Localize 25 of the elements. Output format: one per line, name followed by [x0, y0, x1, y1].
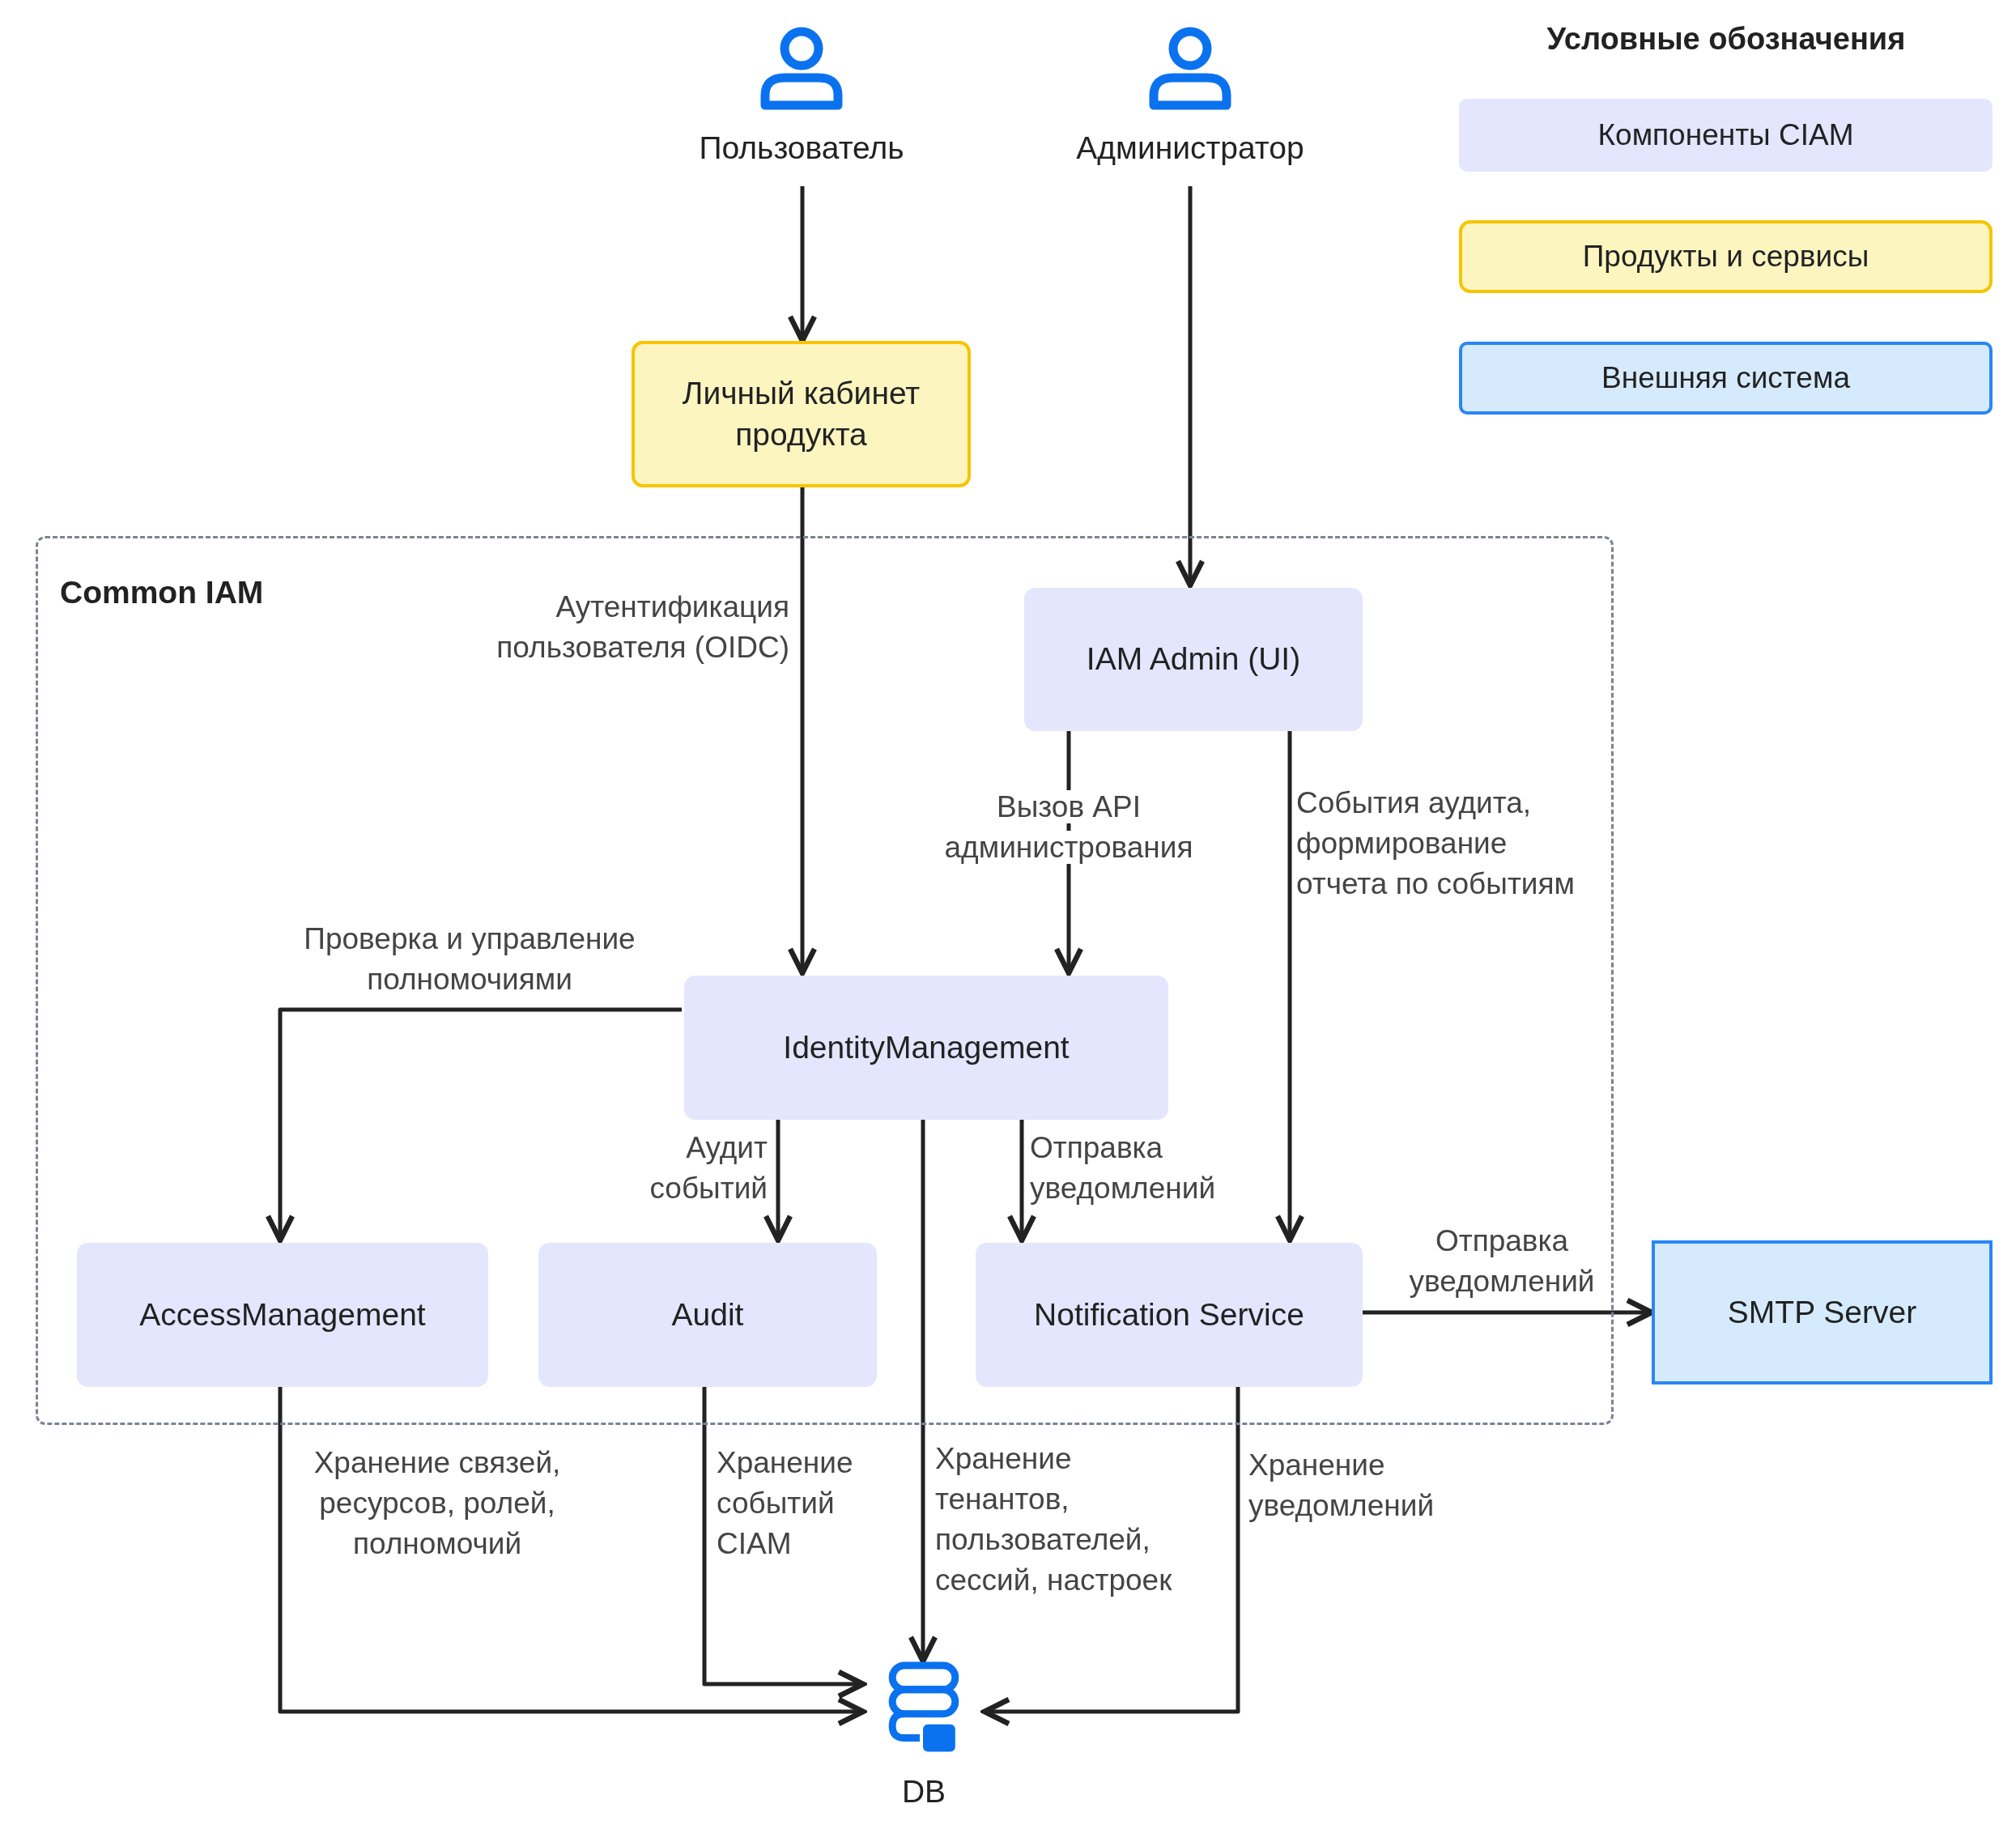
node-label: DB: [901, 1772, 946, 1810]
arrow: [1006, 1117, 1037, 1244]
arrow: [763, 1117, 793, 1244]
group-title: Common IAM: [60, 574, 264, 611]
arrow: [702, 1384, 866, 1699]
arrow: [265, 1007, 682, 1244]
arrow: [787, 487, 818, 976]
legend-swatch: Продукты и сервисы: [1459, 220, 1993, 293]
legend-title: Условные обозначения: [1546, 21, 1907, 57]
node-label: Администратор: [1076, 130, 1304, 167]
arrow: [1274, 729, 1305, 1244]
component-box: Notification Service: [976, 1243, 1363, 1387]
component-box: AccessManagement: [77, 1243, 488, 1387]
arrow: [981, 1384, 1240, 1727]
node-label: Пользователь: [699, 130, 904, 167]
arrow: [278, 1384, 866, 1727]
legend-swatch: Внешняя система: [1459, 342, 1993, 415]
product-box: Личный кабинет продукта: [632, 341, 971, 487]
external-system-box: SMTP Server: [1652, 1240, 1993, 1384]
arrow: [1175, 186, 1206, 589]
component-box: IAM Admin (UI): [1024, 588, 1363, 731]
component-box: IdentityManagement: [684, 976, 1168, 1120]
group-container: [36, 536, 1614, 1425]
legend-swatch: Компоненты CIAM: [1459, 99, 1993, 172]
component-box: Audit: [538, 1243, 877, 1387]
